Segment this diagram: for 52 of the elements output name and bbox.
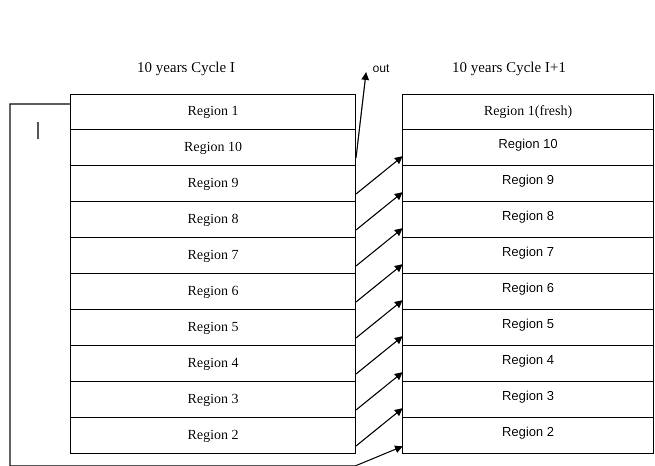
arrow bbox=[356, 300, 403, 338]
region-row bbox=[402, 417, 654, 454]
region-row bbox=[402, 273, 654, 310]
arrow bbox=[356, 228, 403, 266]
region-name: Region 7 bbox=[188, 248, 238, 264]
region-row bbox=[402, 309, 654, 346]
arrow bbox=[356, 408, 403, 446]
region-row bbox=[402, 201, 654, 238]
region-row bbox=[70, 381, 356, 418]
region-name: Region 9 bbox=[502, 172, 554, 187]
region-row bbox=[70, 237, 356, 274]
arrow bbox=[9, 103, 403, 466]
arrow bbox=[356, 372, 403, 410]
region-row bbox=[70, 165, 356, 202]
region-row bbox=[402, 345, 654, 382]
region-name: Region 1(fresh) bbox=[484, 104, 572, 120]
region-row bbox=[70, 345, 356, 382]
region-row bbox=[402, 129, 654, 166]
region-row bbox=[70, 309, 356, 346]
arrow bbox=[356, 156, 403, 194]
column-heading: 10 years Cycle I+1 bbox=[452, 60, 566, 77]
region-name: Region 4 bbox=[188, 356, 238, 372]
region-name: Region 5 bbox=[188, 320, 238, 336]
region-name: Region 2 bbox=[502, 424, 554, 439]
region-name: Region 3 bbox=[188, 392, 238, 408]
region-name: Region 7 bbox=[502, 244, 554, 259]
region-name: Region 5 bbox=[502, 316, 554, 331]
region-name: Region 8 bbox=[188, 212, 238, 228]
region-row bbox=[70, 273, 356, 310]
region-row bbox=[70, 129, 356, 166]
region-name: Region 4 bbox=[502, 352, 554, 367]
region-name: Region 2 bbox=[188, 428, 238, 444]
output-label: out bbox=[372, 61, 390, 75]
arrow bbox=[356, 264, 403, 302]
region-name: Region 6 bbox=[502, 280, 554, 295]
region-row bbox=[70, 201, 356, 238]
arrow bbox=[356, 192, 403, 230]
arrow bbox=[356, 336, 403, 374]
region-row bbox=[402, 165, 654, 202]
region-row bbox=[402, 381, 654, 418]
region-name: Region 9 bbox=[188, 176, 238, 192]
column-heading: 10 years Cycle I bbox=[137, 60, 235, 77]
region-row bbox=[402, 237, 654, 274]
region-name: Region 10 bbox=[184, 140, 242, 156]
region-name: Region 1 bbox=[188, 104, 238, 120]
region-row bbox=[70, 94, 356, 130]
region-row bbox=[70, 417, 356, 454]
region-row bbox=[402, 94, 654, 130]
region-name: Region 6 bbox=[188, 284, 238, 300]
region-name: Region 10 bbox=[498, 136, 558, 151]
region-name: Region 3 bbox=[502, 388, 554, 403]
region-name: Region 8 bbox=[502, 208, 554, 223]
